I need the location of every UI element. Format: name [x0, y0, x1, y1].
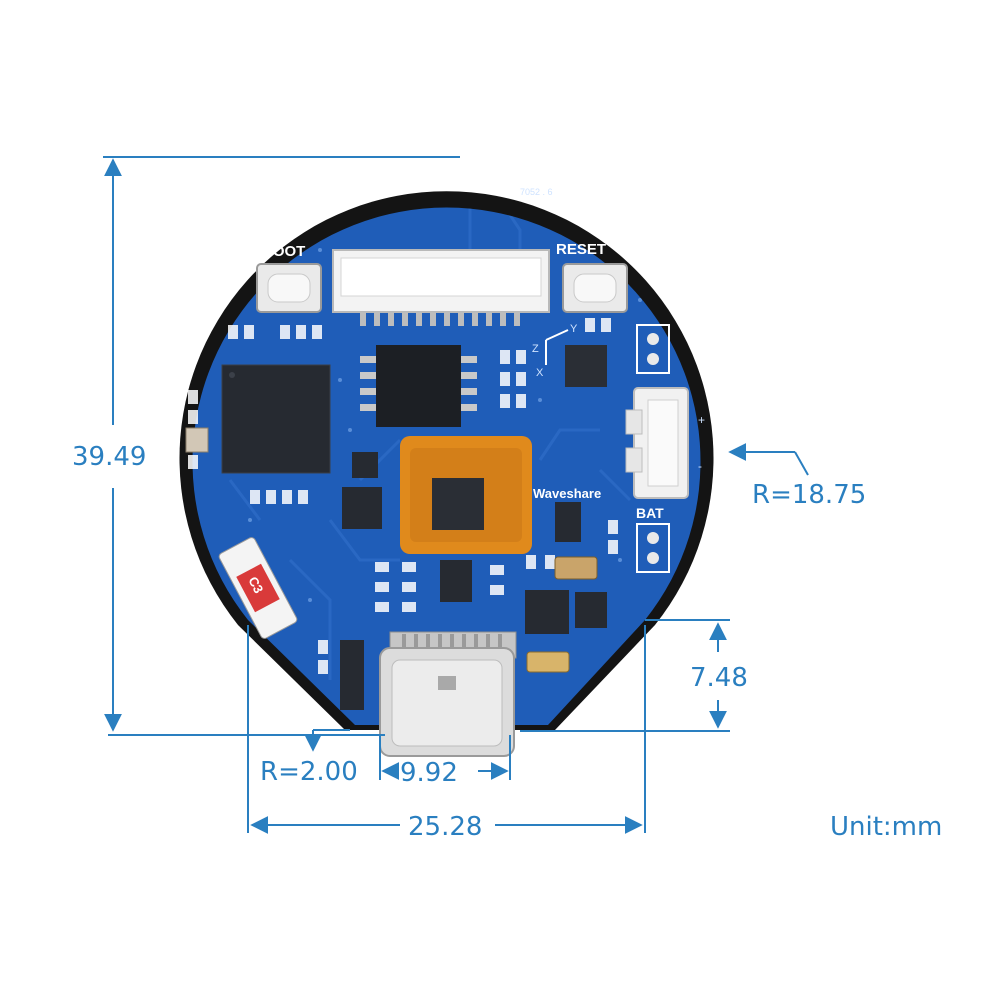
axis-y-label: Y [570, 323, 578, 335]
height-value: 39.49 [72, 442, 146, 472]
header-pads-top [636, 324, 670, 374]
axis-z-label: Z [532, 343, 539, 355]
height-dimension [103, 156, 460, 736]
boot-label: BOOT [262, 243, 305, 260]
axis-x-label: X [536, 367, 544, 379]
reset-button [562, 263, 628, 313]
corner-radius-value: R=2.00 [260, 757, 358, 787]
brand-label: Waveshare [533, 486, 601, 501]
crystal-right [554, 556, 598, 580]
battery-connector [625, 387, 689, 499]
capacitor-c3 [218, 537, 298, 639]
battery-minus: - [698, 459, 702, 473]
battery-plus: + [698, 413, 705, 427]
boot-button [256, 263, 322, 313]
corner-radius-leader [304, 729, 350, 752]
passive-components [188, 318, 618, 674]
small-ics [340, 452, 607, 710]
board-width-value: 25.28 [408, 812, 482, 842]
flex-cable [400, 436, 532, 554]
imu-chip [565, 345, 607, 387]
axis-indicator [545, 329, 569, 365]
flash-chip [360, 345, 477, 427]
bat-label: BAT [636, 505, 664, 521]
usb-c-port [379, 631, 517, 757]
reset-label: RESET [556, 241, 606, 258]
fpc-connector [332, 249, 550, 326]
usb-width-value: 9.92 [400, 758, 458, 788]
inductor [185, 427, 209, 453]
usb-offset-value: 7.48 [690, 663, 748, 693]
capacitor-c3-label: C3 [245, 574, 266, 596]
usb-width-dimension [379, 735, 511, 780]
outer-radius-leader [728, 443, 809, 476]
header-pads-bat [636, 523, 670, 573]
edge-code: 7052 . 6 [520, 187, 553, 197]
usb-offset-dimension [520, 619, 730, 732]
crystal [526, 651, 570, 673]
board-width-dimension [247, 625, 646, 834]
unit-label: Unit:mm [830, 812, 942, 842]
outer-radius-value: R=18.75 [752, 480, 866, 510]
mcu-chip [221, 364, 331, 474]
